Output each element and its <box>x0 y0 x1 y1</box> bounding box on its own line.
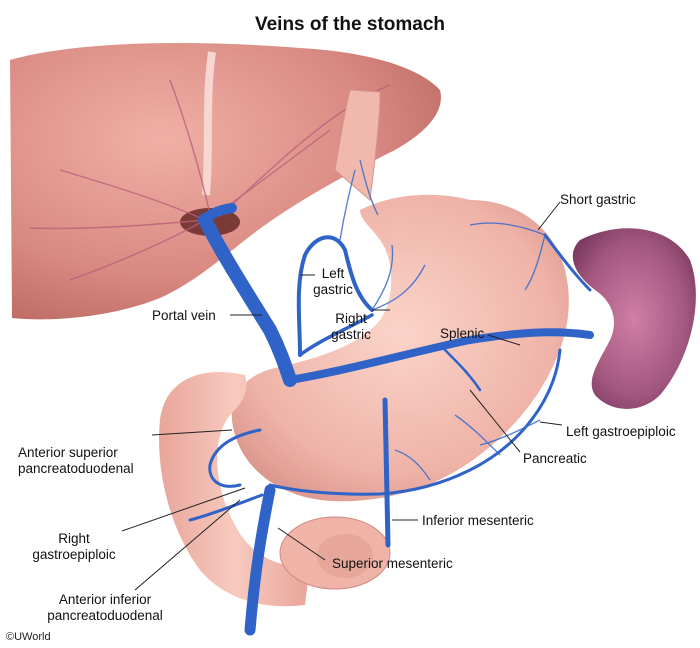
asp-vein <box>208 428 262 488</box>
label-right-gastric-line1: Right <box>335 311 367 326</box>
label-splenic: Splenic <box>440 326 485 341</box>
duodenum <box>159 372 310 607</box>
inferior-mesenteric-vein <box>382 397 391 548</box>
left-gastroepiploic-vein <box>378 348 562 496</box>
label-inferior-mesenteric: Inferior mesenteric <box>422 513 534 528</box>
superior-mesenteric-vein <box>244 484 276 636</box>
splenic-vein <box>286 328 594 384</box>
portal-branch <box>200 203 237 225</box>
right-gastric-vein <box>298 313 374 357</box>
esophagus <box>334 89 381 201</box>
label-right-gastroepiploic-line2: gastroepiploic <box>32 547 116 562</box>
label-left-gastric: Left gastric <box>308 266 358 298</box>
label-portal-vein: Portal vein <box>152 308 216 323</box>
left-gastric-vein <box>296 235 374 357</box>
right-gastroepiploic-vein <box>268 483 382 496</box>
liver <box>10 43 441 320</box>
label-superior-mesenteric: Superior mesenteric <box>332 556 453 571</box>
label-left-gastroepiploic: Left gastroepiploic <box>566 424 676 439</box>
pancreatic-vein <box>443 348 482 392</box>
label-short-gastric: Short gastric <box>560 192 636 207</box>
spleen <box>572 228 696 409</box>
label-left-gastric-line2: gastric <box>313 282 353 297</box>
falciform-ligament <box>202 51 216 196</box>
label-asp-line2: pancreatoduodenal <box>18 461 134 476</box>
label-right-gastroepiploic: Right gastroepiploic <box>24 531 124 563</box>
figure-title: Veins of the stomach <box>254 14 446 35</box>
stomach <box>231 194 569 502</box>
label-right-gastric: Right gastric <box>326 311 376 343</box>
label-right-gastric-line2: gastric <box>331 327 371 342</box>
label-pancreatic: Pancreatic <box>523 451 587 466</box>
label-aip-line1: Anterior inferior <box>58 592 152 607</box>
label-left-gastric-line1: Left <box>321 266 345 281</box>
label-anterior-inferior-pancreatoduodenal: Anterior inferior pancreatoduodenal <box>25 592 185 624</box>
short-gastric-vein <box>543 233 592 292</box>
label-right-gastroepiploic-line1: Right <box>58 531 90 546</box>
copyright-notice: ©UWorld <box>6 631 51 643</box>
label-asp-line1: Anterior superior <box>18 445 118 460</box>
portal-vein <box>198 213 297 387</box>
label-anterior-superior-pancreatoduodenal: Anterior superior pancreatoduodenal <box>18 445 134 477</box>
label-aip-line2: pancreatoduodenal <box>47 608 163 623</box>
aip-vein <box>188 493 264 522</box>
